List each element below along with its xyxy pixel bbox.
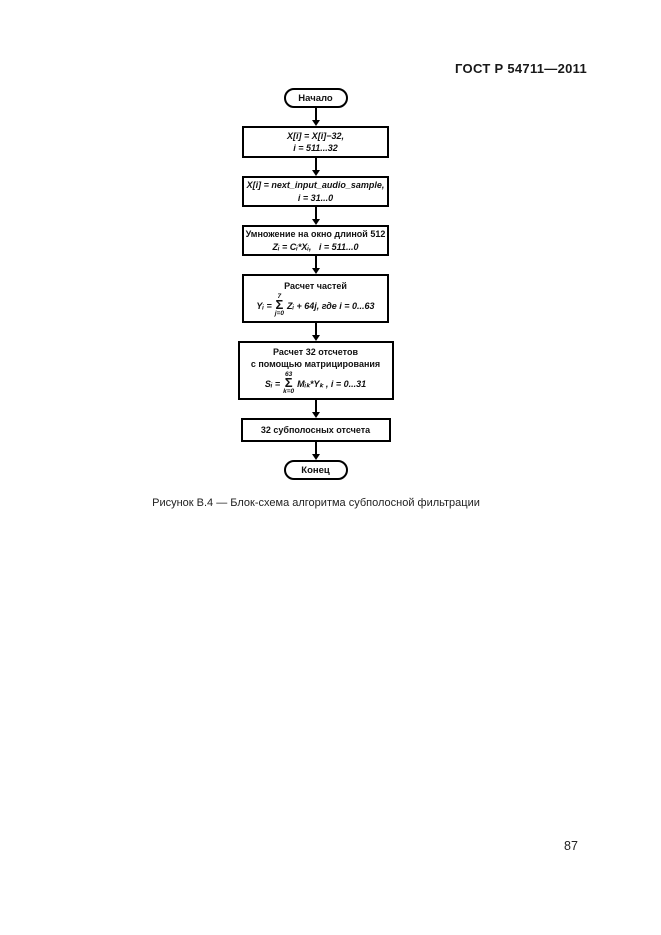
arrowhead-icon [311, 412, 320, 418]
matrix-formula-rhs: Mᵢₖ*Yₖ , i = 0...31 [297, 378, 367, 389]
flowchart: Начало X[i] = X[i]−32, i = 511...32 X[i]… [0, 88, 631, 480]
connector-line [314, 400, 317, 412]
connector-line [314, 108, 317, 120]
flowchart-start-terminal: Начало [283, 88, 348, 108]
sum-upper-limit: 7 [277, 292, 282, 300]
flowchart-step-windowing: Умножение на окно длиной 512 Zᵢ = Cᵢ*Xᵢ,… [242, 225, 389, 256]
down-arrow-connector [311, 442, 321, 460]
sum-symbol: 7 Σ j=0 [274, 292, 284, 317]
flowchart-step-output: 32 субполосных отсчета [240, 418, 391, 442]
connector-line [314, 256, 317, 268]
input-formula-line1: X[i] = next_input_audio_sample, [246, 180, 385, 191]
window-formula: Zᵢ = Cᵢ*Xᵢ, i = 511...0 [272, 241, 359, 252]
flowchart-step-input-samples: X[i] = next_input_audio_sample, i = 31..… [242, 176, 389, 207]
down-arrow-connector [311, 108, 321, 126]
page-number: 87 [564, 839, 578, 853]
sum-symbol: 63 Σ k=0 [283, 370, 295, 395]
down-arrow-connector [311, 207, 321, 225]
sum-lower-limit: j=0 [274, 309, 284, 317]
sum-lower-limit: k=0 [283, 387, 295, 395]
end-label: Конец [301, 464, 330, 476]
connector-line [314, 323, 317, 335]
down-arrow-connector [311, 400, 321, 418]
connector-line [314, 442, 317, 454]
down-arrow-connector [311, 158, 321, 176]
arrowhead-icon [311, 219, 320, 225]
arrowhead-icon [311, 454, 320, 460]
connector-line [314, 158, 317, 170]
partial-formula-rhs: Zᵢ + 64j, где i = 0...63 [286, 300, 375, 311]
partial-box-title: Расчет частей [284, 280, 347, 291]
matrix-box-title-line2: с помощью матрицирования [250, 358, 381, 369]
arrowhead-icon [311, 170, 320, 176]
arrowhead-icon [311, 120, 320, 126]
sum-upper-limit: 63 [285, 370, 293, 378]
flowchart-step-buffer-shift: X[i] = X[i]−32, i = 511...32 [242, 126, 389, 158]
matrix-formula: Sᵢ = 63 Σ k=0 Mᵢₖ*Yₖ , i = 0...31 [264, 370, 367, 395]
flowchart-step-partial-calc: Расчет частей Yᵢ = 7 Σ j=0 Zᵢ + 64j, где… [242, 274, 389, 323]
shift-formula-line2: i = 511...32 [293, 143, 338, 153]
sigma-icon: Σ [275, 297, 284, 313]
shift-formula-line1: X[i] = X[i]−32, [286, 130, 345, 141]
input-formula-line2: i = 31...0 [297, 192, 334, 203]
partial-formula: Yᵢ = 7 Σ j=0 Zᵢ + 64j, где i = 0...63 [256, 292, 375, 317]
matrix-formula-lhs: Sᵢ = [264, 378, 281, 389]
flowchart-step-matrixing: Расчет 32 отсчетов с помощью матрицирова… [237, 341, 394, 400]
arrowhead-icon [311, 335, 320, 341]
output-box-label: 32 субполосных отсчета [260, 424, 371, 435]
arrowhead-icon [311, 268, 320, 274]
down-arrow-connector [311, 323, 321, 341]
flowchart-end-terminal: Конец [283, 460, 348, 480]
figure-caption: Рисунок В.4 — Блок-схема алгоритма субпо… [152, 497, 480, 509]
start-label: Начало [298, 92, 333, 104]
window-box-title: Умножение на окно длиной 512 [245, 229, 386, 240]
partial-formula-lhs: Yᵢ = [256, 300, 272, 311]
page-header: ГОСТ Р 54711—2011 [455, 61, 587, 76]
down-arrow-connector [311, 256, 321, 274]
matrix-box-title-line1: Расчет 32 отсчетов [273, 346, 358, 357]
connector-line [314, 207, 317, 219]
sigma-icon: Σ [284, 375, 293, 391]
